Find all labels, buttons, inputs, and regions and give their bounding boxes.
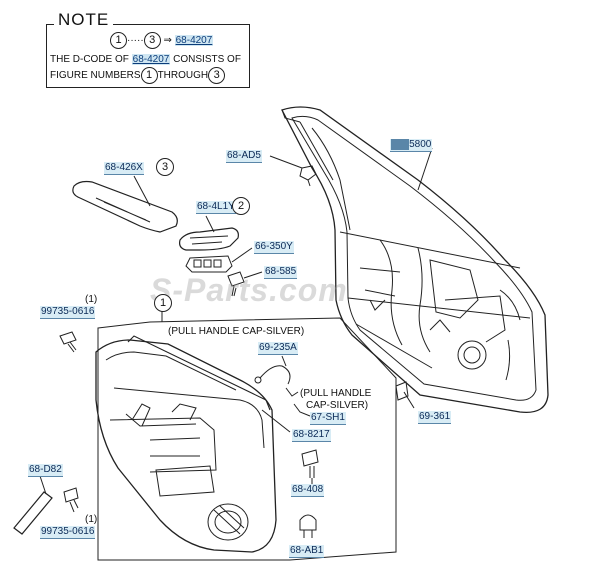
note-circle-start: 1 [110, 32, 127, 49]
label-99735-0616-bottom[interactable]: 99735-0616 [40, 526, 96, 539]
note-circle-end: 3 [143, 32, 161, 49]
bolt-408 [301, 449, 319, 484]
pull-handle-cap-mid-2: CAP-SILVER) [306, 400, 369, 411]
label-69-361[interactable]: 69-361 [418, 411, 452, 424]
note-dots: ····· [127, 35, 144, 47]
trim-strip-426x [72, 175, 178, 233]
label-68-8217[interactable]: 68-8217 [292, 429, 331, 442]
leader-sh1 [293, 403, 311, 417]
label-68-ad5[interactable]: 68-AD5 [226, 150, 262, 163]
note-line3-prefix: FIGURE NUMBERS [50, 70, 141, 82]
clip-ab1 [299, 514, 317, 538]
leader-door [417, 147, 433, 191]
label-69-235a[interactable]: 69-235A [258, 342, 298, 355]
leader-361 [403, 391, 415, 409]
pull-handle-cap-mid-1: (PULL HANDLE [300, 388, 372, 399]
figure-number-3: 3 [156, 158, 174, 176]
note-code-link-1[interactable]: 68-4207 [174, 35, 214, 47]
screw-585 [227, 271, 263, 297]
note-title: NOTE [54, 10, 114, 30]
label-door-5800[interactable]: ■■■5800 [390, 139, 433, 152]
label-66-350y[interactable]: 66-350Y [254, 241, 294, 254]
note-line-2: THE D-CODE OF 68-4207 CONSISTS OF [50, 54, 241, 65]
label-68-408[interactable]: 68-408 [291, 484, 325, 497]
door-shell [281, 106, 549, 414]
screw-top-left [59, 331, 77, 353]
screw-bottom-qty: (1) [85, 514, 98, 525]
trim-panel-frame [97, 308, 397, 561]
label-99735-0616-top[interactable]: 99735-0616 [40, 306, 96, 319]
clip-ad5 [269, 155, 317, 187]
note-arrow: ⇒ [163, 35, 172, 47]
wire-235a [254, 355, 299, 397]
note-line2-suffix: CONSISTS OF [173, 54, 241, 65]
strip-d82 [13, 475, 53, 535]
note-line3-circle-start: 1 [140, 67, 158, 84]
label-68-ab1[interactable]: 68-AB1 [289, 545, 325, 558]
switch-350y [185, 247, 253, 273]
screw-top-qty: (1) [85, 294, 98, 305]
label-68-d82[interactable]: 68-D82 [28, 464, 63, 477]
door-trim-panel [95, 335, 277, 553]
label-68-4l1y[interactable]: 68-4L1Y [196, 201, 236, 214]
note-line3-mid: THROUGH [157, 70, 209, 82]
pull-handle-cap-top: (PULL HANDLE CAP-SILVER) [168, 326, 305, 337]
handle-4l1y [179, 215, 239, 251]
label-67-sh1[interactable]: 67-SH1 [310, 412, 346, 425]
note-code-link-2[interactable]: 68-4207 [131, 54, 171, 65]
screw-bottom-left [63, 487, 79, 513]
label-68-426x[interactable]: 68-426X [104, 162, 144, 175]
label-68-585[interactable]: 68-585 [264, 266, 298, 279]
leader-8217 [261, 409, 291, 433]
note-line-1: 1·····3 ⇒ 68-4207 [110, 32, 214, 49]
figure-number-2: 2 [232, 197, 250, 215]
watermark: S-Parts.com [150, 272, 348, 308]
note-line2-prefix: THE D-CODE OF [50, 54, 129, 65]
note-line3-circle-end: 3 [208, 67, 226, 84]
figure-number-1: 1 [154, 294, 172, 312]
